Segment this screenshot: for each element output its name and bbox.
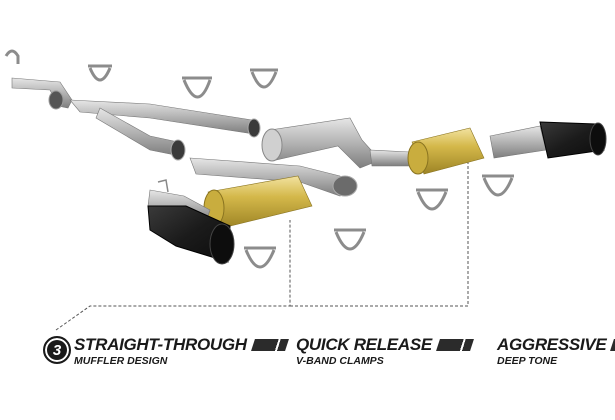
v-band-clamp-icon <box>4 49 20 64</box>
title-bar-icon <box>610 339 615 351</box>
title-bar-icon <box>435 339 474 351</box>
v-band-clamp-icon <box>250 68 278 89</box>
feature-straight-through: STRAIGHT-THROUGH MUFFLER DESIGN <box>74 335 289 368</box>
exhaust-tip-right <box>489 121 607 159</box>
feature-aggressive: AGGRESSIVE DEEP TONE <box>497 336 615 368</box>
exhaust-tip-left <box>147 179 235 265</box>
feature-title: STRAIGHT-THROUGH <box>74 335 247 354</box>
v-band-clamp-icon <box>482 174 514 197</box>
v-band-clamp-icon <box>88 64 112 82</box>
step-number-badge: 3 <box>43 336 71 364</box>
title-bar-icon <box>250 339 289 351</box>
v-band-clamp-icon <box>182 76 212 99</box>
feature-subtitle: DEEP TONE <box>497 355 558 367</box>
feature-subtitle: MUFFLER DESIGN <box>74 355 168 367</box>
v-band-clamp-icon <box>416 188 448 211</box>
feature-title: AGGRESSIVE <box>497 335 607 354</box>
muffler-right <box>407 127 485 175</box>
feature-subtitle: V-BAND CLAMPS <box>296 355 384 367</box>
v-band-clamp-icon <box>244 246 276 269</box>
muffler-left <box>203 175 313 229</box>
feature-title: QUICK RELEASE <box>296 335 432 354</box>
front-pipe <box>11 77 261 161</box>
mid-pipe <box>189 117 413 197</box>
feature-quick-release: QUICK RELEASE V-BAND CLAMPS <box>296 335 474 368</box>
callout-lines <box>55 150 469 331</box>
v-band-clamp-icon <box>334 228 366 251</box>
